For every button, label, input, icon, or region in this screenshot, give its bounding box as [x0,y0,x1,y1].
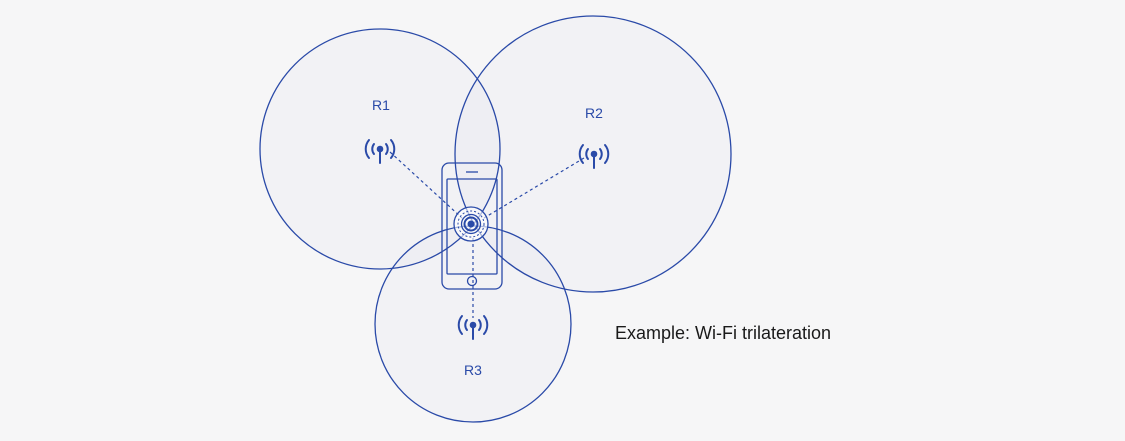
wifi-antenna-icon [364,139,396,164]
router-label-r1: R1 [372,97,390,113]
router-label-r2: R2 [585,105,603,121]
router-label-r3: R3 [464,362,482,378]
distance-line-r2 [483,157,585,219]
location-target-icon [453,206,489,242]
range-circle-r1 [259,28,501,270]
diagram-caption: Example: Wi-Fi trilateration [615,323,832,343]
wifi-antenna-icon [578,144,610,169]
distance-line-r1 [389,151,463,219]
range-circle-r2 [454,15,732,293]
wifi-antenna-icon [457,315,489,340]
smartphone-icon [441,162,503,290]
